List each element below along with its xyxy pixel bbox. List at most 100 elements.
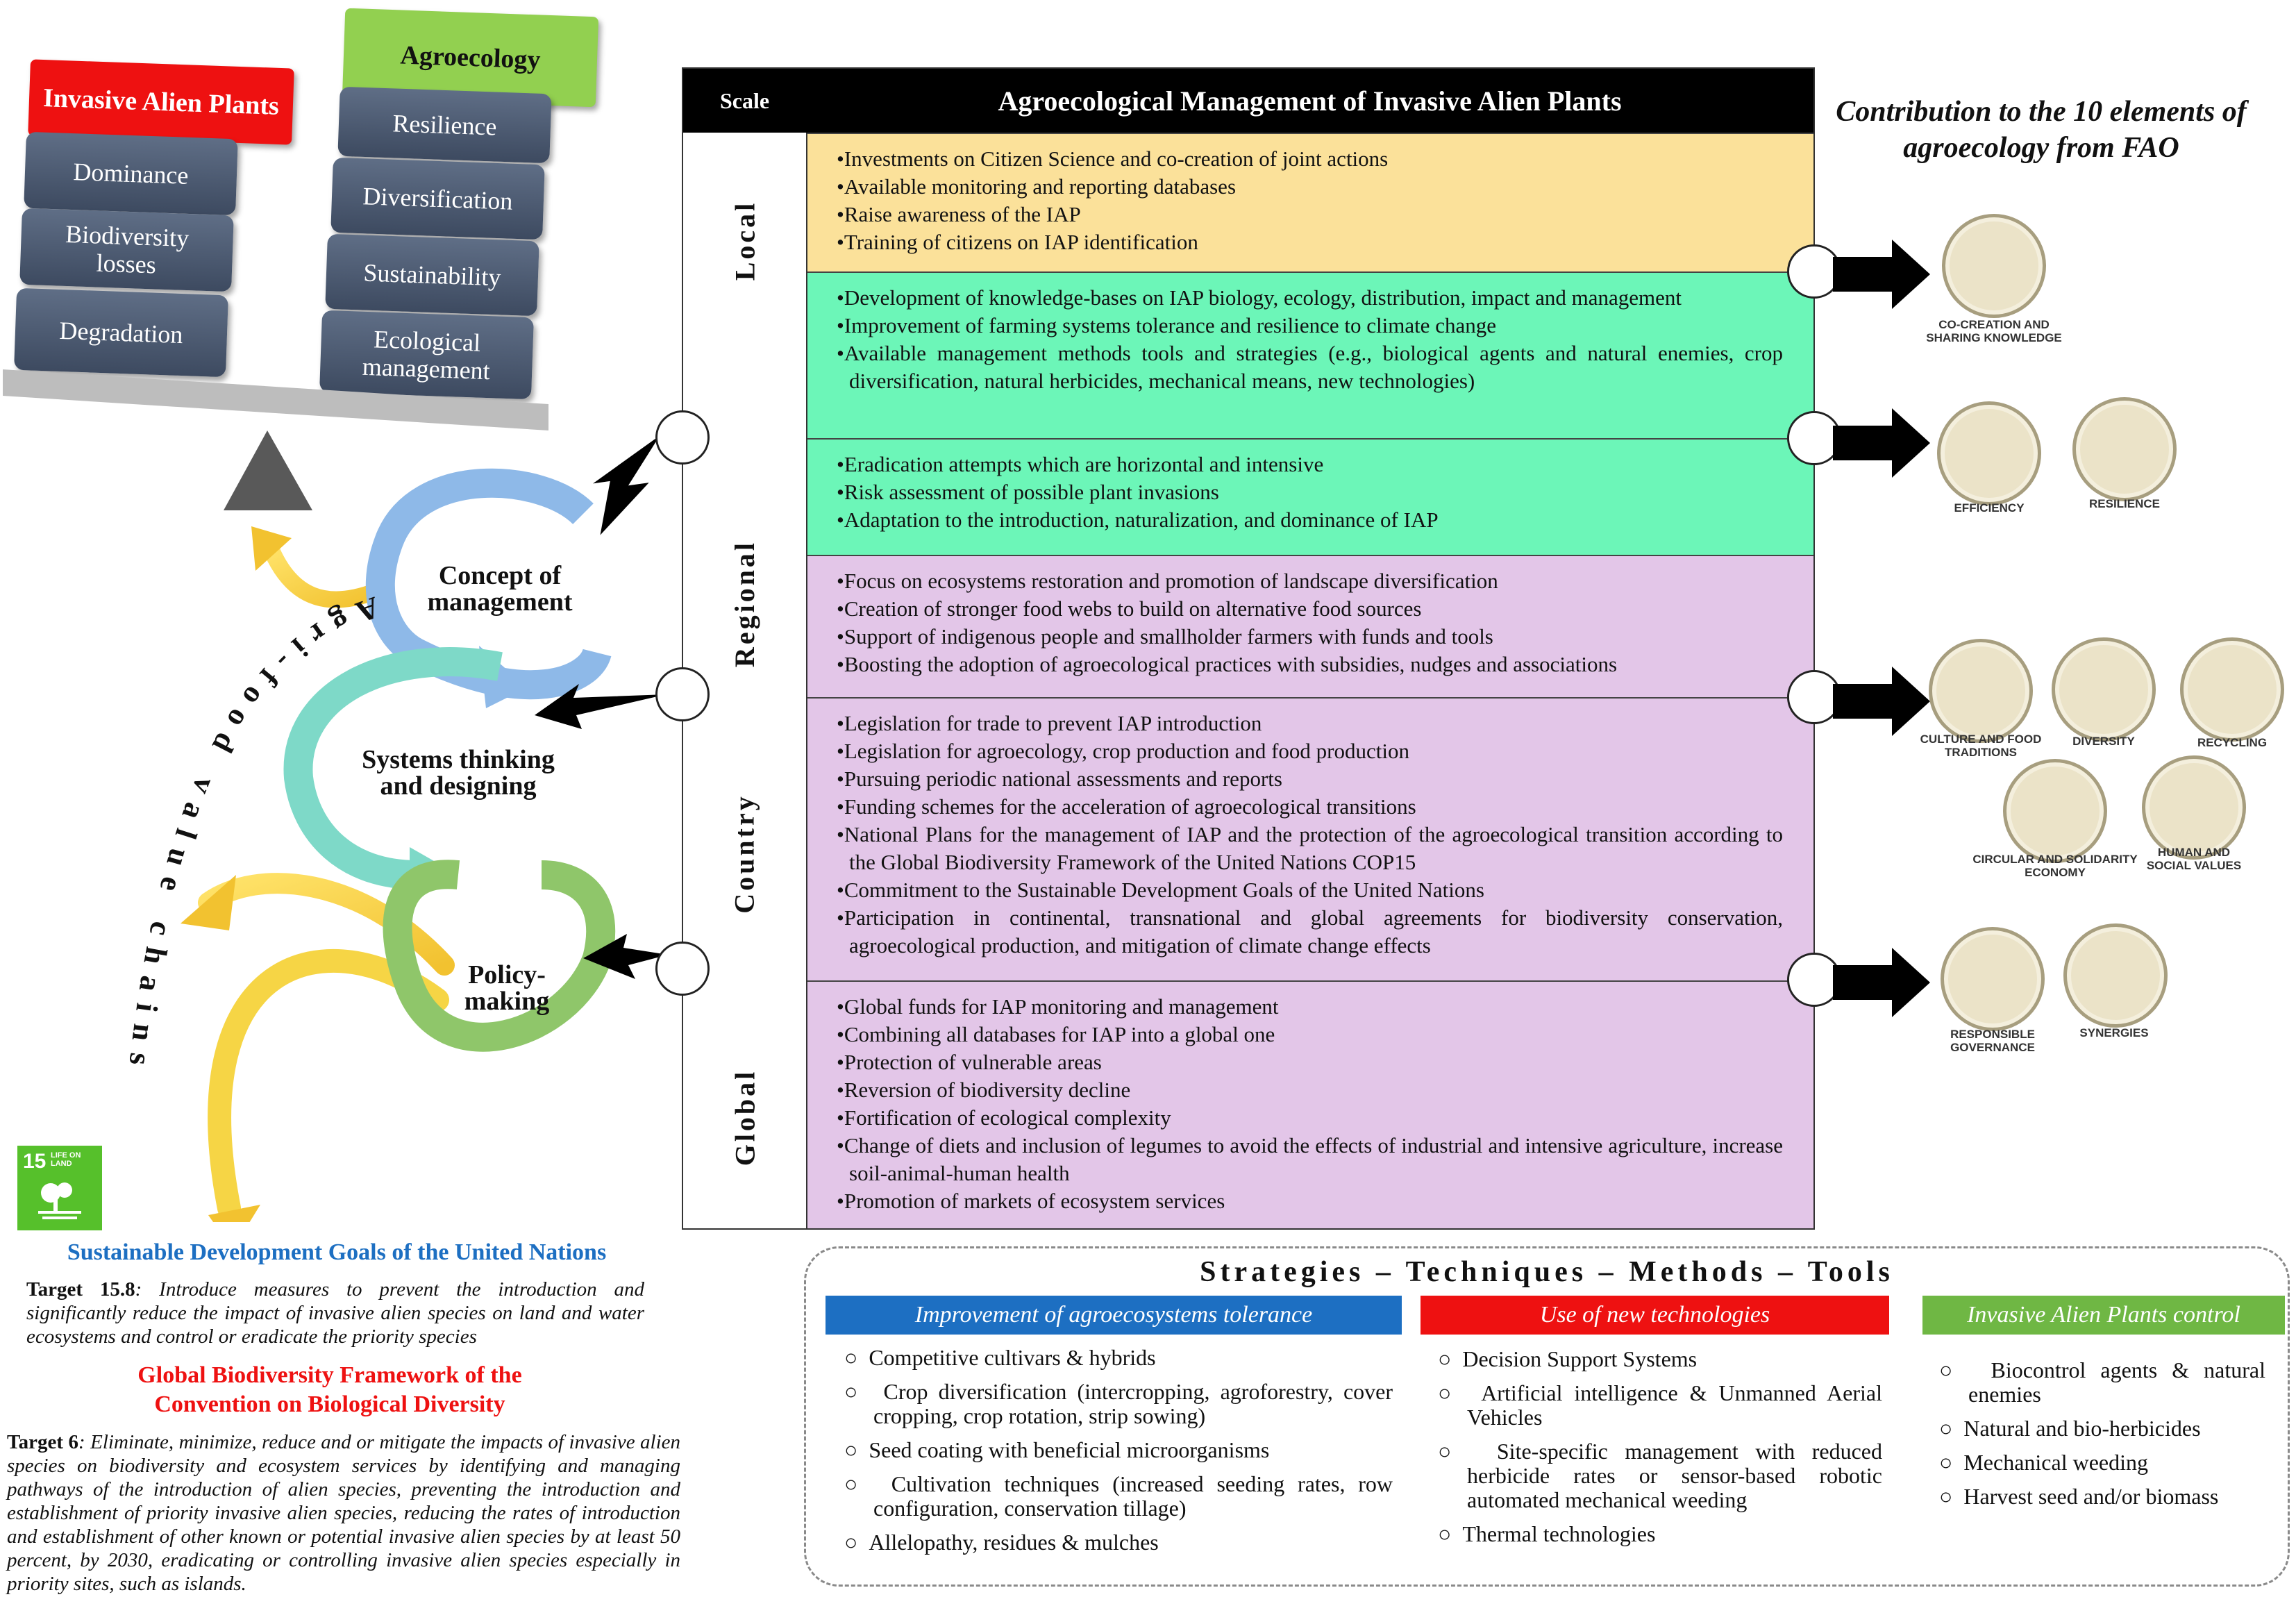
list-item: ○ Seed coating with beneficial microorga… xyxy=(844,1437,1270,1462)
column-header-tolerance: Improvement of agroecosystems tolerance xyxy=(826,1296,1402,1335)
co-creation-icon xyxy=(1942,214,2046,318)
column-header-new-technologies: Use of new technologies xyxy=(1421,1296,1889,1335)
sdg-15-badge: 15 LIFE ON LAND xyxy=(17,1146,102,1230)
strategy-list-new-technologies: ○ Decision Support Systems ○ Artificial … xyxy=(1438,1347,1882,1556)
list-item: •Available monitoring and reporting data… xyxy=(837,174,1237,199)
list-item: ○ Harvest seed and/or biomass xyxy=(1939,1484,2219,1509)
list-item: •Available management methods tools and … xyxy=(837,341,1783,393)
circular-and-solidarity-economy-icon xyxy=(2003,759,2107,863)
strategies-panel: Strategies – Techniques – Methods – Tool… xyxy=(804,1246,2290,1587)
list-item: •Focus on ecosystems restoration and pro… xyxy=(837,569,1498,593)
list-item: ○ Cultivation techniques (increased seed… xyxy=(844,1471,1393,1521)
list-item: •Commitment to the Sustainable Developme… xyxy=(837,878,1484,902)
list-item: •Training of citizens on IAP identificat… xyxy=(837,230,1198,254)
agro-item-resilience: Resilience xyxy=(337,86,552,164)
band-global: •Global funds for IAP monitoring and man… xyxy=(806,980,1813,1228)
table-main-header: Agroecological Management of Invasive Al… xyxy=(806,69,1813,133)
scale-regional: Regional xyxy=(729,540,760,667)
list-item: •Promotion of markets of ecosystem servi… xyxy=(837,1189,1225,1213)
list-item: •Combining all databases for IAP into a … xyxy=(837,1022,1275,1046)
cycle-step-policy-making: Policy-making xyxy=(464,960,550,1016)
strategy-list-tolerance: ○ Competitive cultivars & hybrids ○ Crop… xyxy=(844,1346,1393,1564)
fao-element-label: CULTURE AND FOOD TRADITIONS xyxy=(1920,733,2042,759)
strategy-list-iap-control: ○ Biocontrol agents & natural enemies ○ … xyxy=(1939,1358,2265,1519)
scale-country: Country xyxy=(728,793,760,914)
table-node xyxy=(655,942,710,996)
list-item: •Improvement of farming systems toleranc… xyxy=(837,313,1496,337)
column-header-iap-control: Invasive Alien Plants control xyxy=(1922,1296,2285,1335)
sdg-title: Sustainable Development Goals of the Uni… xyxy=(67,1239,607,1265)
band-local-2: •Development of knowledge-bases on IAP b… xyxy=(806,271,1813,438)
list-item: •Funding schemes for the acceleration of… xyxy=(837,794,1416,819)
list-item: •Raise awareness of the IAP xyxy=(837,202,1081,226)
responsible-governance-icon xyxy=(1941,927,2045,1031)
list-item: ○ Crop diversification (intercropping, a… xyxy=(844,1379,1393,1428)
list-item: •Adaptation to the introduction, natural… xyxy=(837,508,1439,532)
table-node xyxy=(655,667,710,721)
fao-element-label: RESPONSIBLE GOVERNANCE xyxy=(1950,1028,2035,1054)
resilience-icon xyxy=(2072,397,2177,501)
list-item: •Pursuing periodic national assessments … xyxy=(837,767,1282,791)
list-item: ○ Allelopathy, residues & mulches xyxy=(844,1530,1159,1555)
iap-label: Invasive Alien Plants xyxy=(28,59,294,145)
cycle-step-concept: Concept of management xyxy=(427,561,573,617)
agri-food-value-chains-label: Agri-food value chains xyxy=(121,590,384,1080)
band-regional-1: •Eradication attempts which are horizont… xyxy=(806,438,1813,555)
recycling-icon xyxy=(2180,637,2284,742)
diversity-icon xyxy=(2052,637,2156,742)
arc-label-text: Agri-food value chains xyxy=(121,590,371,1080)
list-item: ○ Competitive cultivars & hybrids xyxy=(844,1345,1156,1370)
list-item: •Development of knowledge-bases on IAP b… xyxy=(837,285,1682,310)
synergies-icon xyxy=(2063,923,2168,1028)
table-node xyxy=(655,410,710,465)
list-item: ○ Site-specific management with reduced … xyxy=(1438,1439,1882,1512)
sdg-badge-number: 15 xyxy=(23,1150,47,1173)
strategies-title: Strategies – Techniques – Methods – Tool… xyxy=(1200,1256,1894,1288)
iap-item-biodiversity-losses: Biodiversity losses xyxy=(19,208,234,292)
list-item: •Eradication attempts which are horizont… xyxy=(837,452,1324,476)
fao-title: Contribution to the 10 elements of agroe… xyxy=(1836,96,2247,164)
fao-element-label: CO-CREATION AND SHARING KNOWLEDGE xyxy=(1926,318,2062,344)
list-item: •Change of diets and inclusion of legume… xyxy=(837,1133,1783,1185)
list-item: •Global funds for IAP monitoring and man… xyxy=(837,994,1279,1019)
list-item: •National Plans for the management of IA… xyxy=(837,822,1783,874)
fao-element-label: SYNERGIES xyxy=(2079,1026,2149,1039)
list-item: •Fortification of ecological complexity xyxy=(837,1105,1171,1130)
list-item: •Legislation for trade to prevent IAP in… xyxy=(837,711,1262,735)
gbf-target-label: Target 6 xyxy=(7,1431,79,1453)
list-item: •Legislation for agroecology, crop produ… xyxy=(837,739,1409,763)
band-regional-2: •Focus on ecosystems restoration and pro… xyxy=(806,555,1813,697)
agro-item-sustainability: Sustainability xyxy=(325,233,539,317)
fao-element-label: EFFICIENCY xyxy=(1954,501,2025,515)
agro-item-diversification: Diversification xyxy=(330,157,545,240)
tree-icon xyxy=(38,1182,81,1219)
scale-local: Local xyxy=(728,200,760,281)
list-item: •Support of indigenous people and smallh… xyxy=(837,624,1493,649)
sdg-target-label: Target 15.8 xyxy=(26,1278,135,1301)
culture-and-food-traditions-icon xyxy=(1929,639,2033,743)
human-and-social-values-icon xyxy=(2142,755,2246,860)
cycle-step-systems-thinking: Systems thinking and designing xyxy=(362,745,555,801)
fao-element-label: RECYCLING xyxy=(2197,736,2268,749)
fao-element-label: CIRCULAR AND SOLIDARITY ECONOMY xyxy=(1972,853,2138,879)
list-item: •Protection of vulnerable areas xyxy=(837,1050,1102,1074)
list-item: ○ Mechanical weeding xyxy=(1939,1450,2148,1475)
contribution-arrows xyxy=(1833,240,1930,1017)
svg-text:Agri-food value chains: Agri-food value chains xyxy=(121,590,384,1080)
list-item: ○ Artificial intelligence & Unmanned Aer… xyxy=(1438,1380,1883,1430)
fao-element-label: HUMAN AND SOCIAL VALUES xyxy=(2146,846,2242,872)
list-item: •Boosting the adoption of agroecological… xyxy=(837,652,1618,676)
management-table: Scale Agroecological Management of Invas… xyxy=(655,67,1841,1230)
list-item: •Creation of stronger food webs to build… xyxy=(837,596,1422,621)
band-local-1: •Investments on Citizen Science and co-c… xyxy=(806,133,1813,271)
scale-header: Scale xyxy=(683,69,806,133)
gbf-title: Global Biodiversity Framework of the Con… xyxy=(137,1362,522,1417)
iap-item-dominance: Dominance xyxy=(24,131,238,216)
list-item: •Investments on Citizen Science and co-c… xyxy=(837,147,1389,171)
gbf-target: Target 6: Eliminate, minimize, reduce an… xyxy=(7,1430,680,1596)
efficiency-icon xyxy=(1937,401,2041,505)
list-item: •Risk assessment of possible plant invas… xyxy=(837,480,1219,504)
list-item: ○ Thermal technologies xyxy=(1438,1521,1656,1546)
gbf-target-text: : Eliminate, minimize, reduce and or mit… xyxy=(7,1431,680,1595)
list-item: •Reversion of biodiversity decline xyxy=(837,1078,1131,1102)
